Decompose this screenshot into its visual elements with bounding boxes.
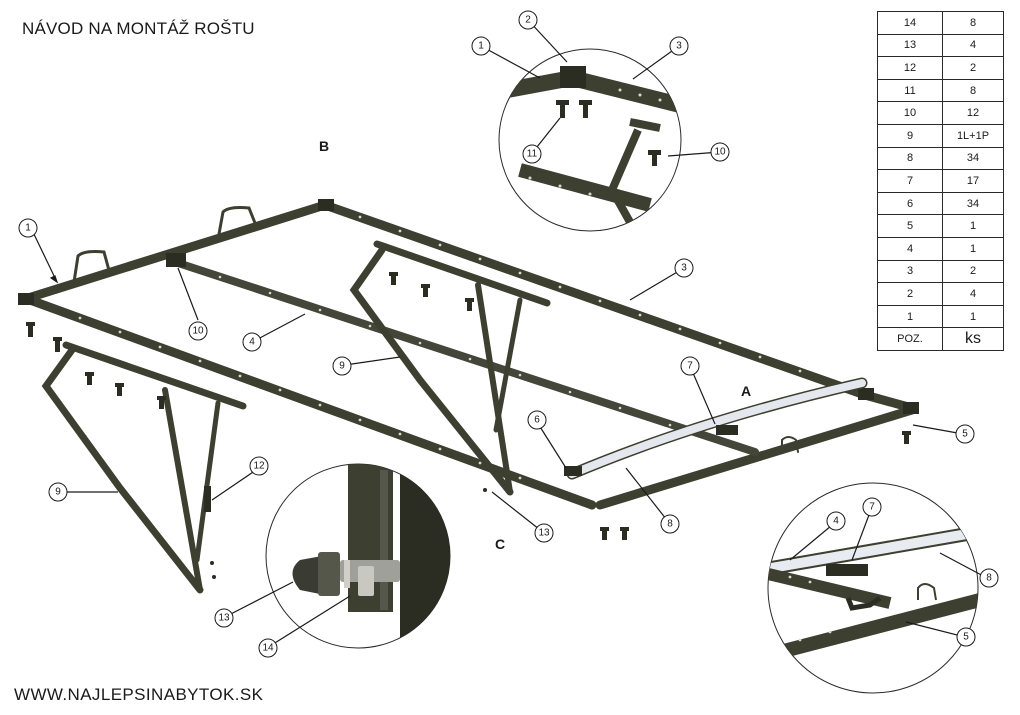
detail-label-c: C [495, 536, 505, 552]
part-quantity: 1 [942, 304, 1004, 329]
part-quantity: 34 [942, 146, 1004, 171]
corner-cap [18, 293, 34, 305]
detail-c [265, 463, 451, 649]
parts-list-header-row: POZ. ks [877, 327, 1004, 351]
callout-11: 11 [527, 149, 538, 160]
part-quantity: 2 [942, 56, 1004, 80]
corner-cap [903, 402, 919, 414]
callout-5: 5 [962, 429, 968, 440]
end-bar-5-right [595, 405, 917, 510]
callout-7: 7 [687, 361, 693, 372]
callout-8: 8 [667, 519, 673, 530]
part-quantity: 12 [942, 101, 1004, 125]
callout-balloons [18, 10, 999, 658]
callout-2: 2 [525, 15, 531, 26]
callout-3: 3 [681, 263, 687, 274]
detail-b [498, 48, 682, 232]
rail-holes [78, 215, 802, 480]
part-quantity: 34 [942, 191, 1004, 216]
center-rail-4 [171, 258, 759, 456]
part-position: 12 [877, 56, 943, 80]
part-position: 2 [877, 282, 943, 306]
corner-cap [318, 199, 334, 211]
website-url: WWW.NAJLEPSINABYTOK.SK [14, 685, 264, 704]
callout-1: 1 [478, 41, 484, 52]
slats-8 [564, 377, 868, 480]
main-frame [18, 199, 919, 510]
callout-5: 5 [963, 632, 969, 643]
part-quantity: 8 [942, 11, 1004, 35]
lift-handle [72, 250, 112, 284]
leg-assembly-left [41, 341, 247, 594]
leg-assembly-right [349, 240, 551, 496]
callout-1: 1 [25, 223, 31, 234]
part-quantity: 17 [942, 169, 1004, 193]
page-title: NÁVOD NA MONTÁŽ ROŠTU [22, 19, 255, 38]
callout-14: 14 [262, 643, 274, 654]
part-position: 9 [877, 123, 943, 148]
callout-8: 8 [986, 573, 992, 584]
part-quantity: 8 [942, 78, 1004, 103]
rail-3-front [25, 295, 597, 510]
callout-9: 9 [55, 487, 61, 498]
part-position: 13 [877, 33, 943, 58]
lift-handle [217, 206, 259, 236]
loose-bolts [26, 272, 911, 579]
callout-13: 13 [218, 613, 230, 624]
part-position: 6 [877, 191, 943, 216]
callout-4: 4 [249, 337, 255, 348]
part-quantity: 4 [942, 33, 1004, 58]
part-quantity: 4 [942, 282, 1004, 306]
part-position: 14 [877, 11, 943, 35]
rail-3-back [320, 200, 870, 400]
part-position: 5 [877, 214, 943, 238]
detail-label-a: A [741, 383, 751, 399]
part-quantity: 1 [942, 236, 1004, 261]
callout-10: 10 [192, 326, 204, 337]
part-position: 3 [877, 259, 943, 284]
callout-10: 10 [714, 147, 726, 158]
part-position: 4 [877, 236, 943, 261]
callout-4: 4 [833, 516, 839, 527]
part-position: 10 [877, 101, 943, 125]
part-quantity: 1L+1P [942, 123, 1004, 148]
callout-9: 9 [339, 361, 345, 372]
part-position: 8 [877, 146, 943, 171]
part-position: 11 [877, 78, 943, 103]
column-header-position: POZ. [877, 327, 943, 351]
part-position: 1 [877, 304, 943, 329]
callout-12: 12 [253, 461, 265, 472]
detail-label-b: B [319, 138, 329, 154]
bracket-10 [166, 253, 186, 267]
part-quantity: 2 [942, 259, 1004, 284]
end-bar-1-left [23, 200, 330, 303]
part-position: 7 [877, 169, 943, 193]
part-quantity: 1 [942, 214, 1004, 238]
detail-a [767, 482, 979, 694]
callout-13: 13 [538, 528, 550, 539]
corner-cap [858, 388, 874, 400]
column-header-quantity: ks [942, 327, 1004, 351]
callout-7: 7 [869, 502, 875, 513]
callout-3: 3 [676, 41, 682, 52]
leader-lines [30, 19, 988, 647]
callout-6: 6 [534, 415, 540, 426]
